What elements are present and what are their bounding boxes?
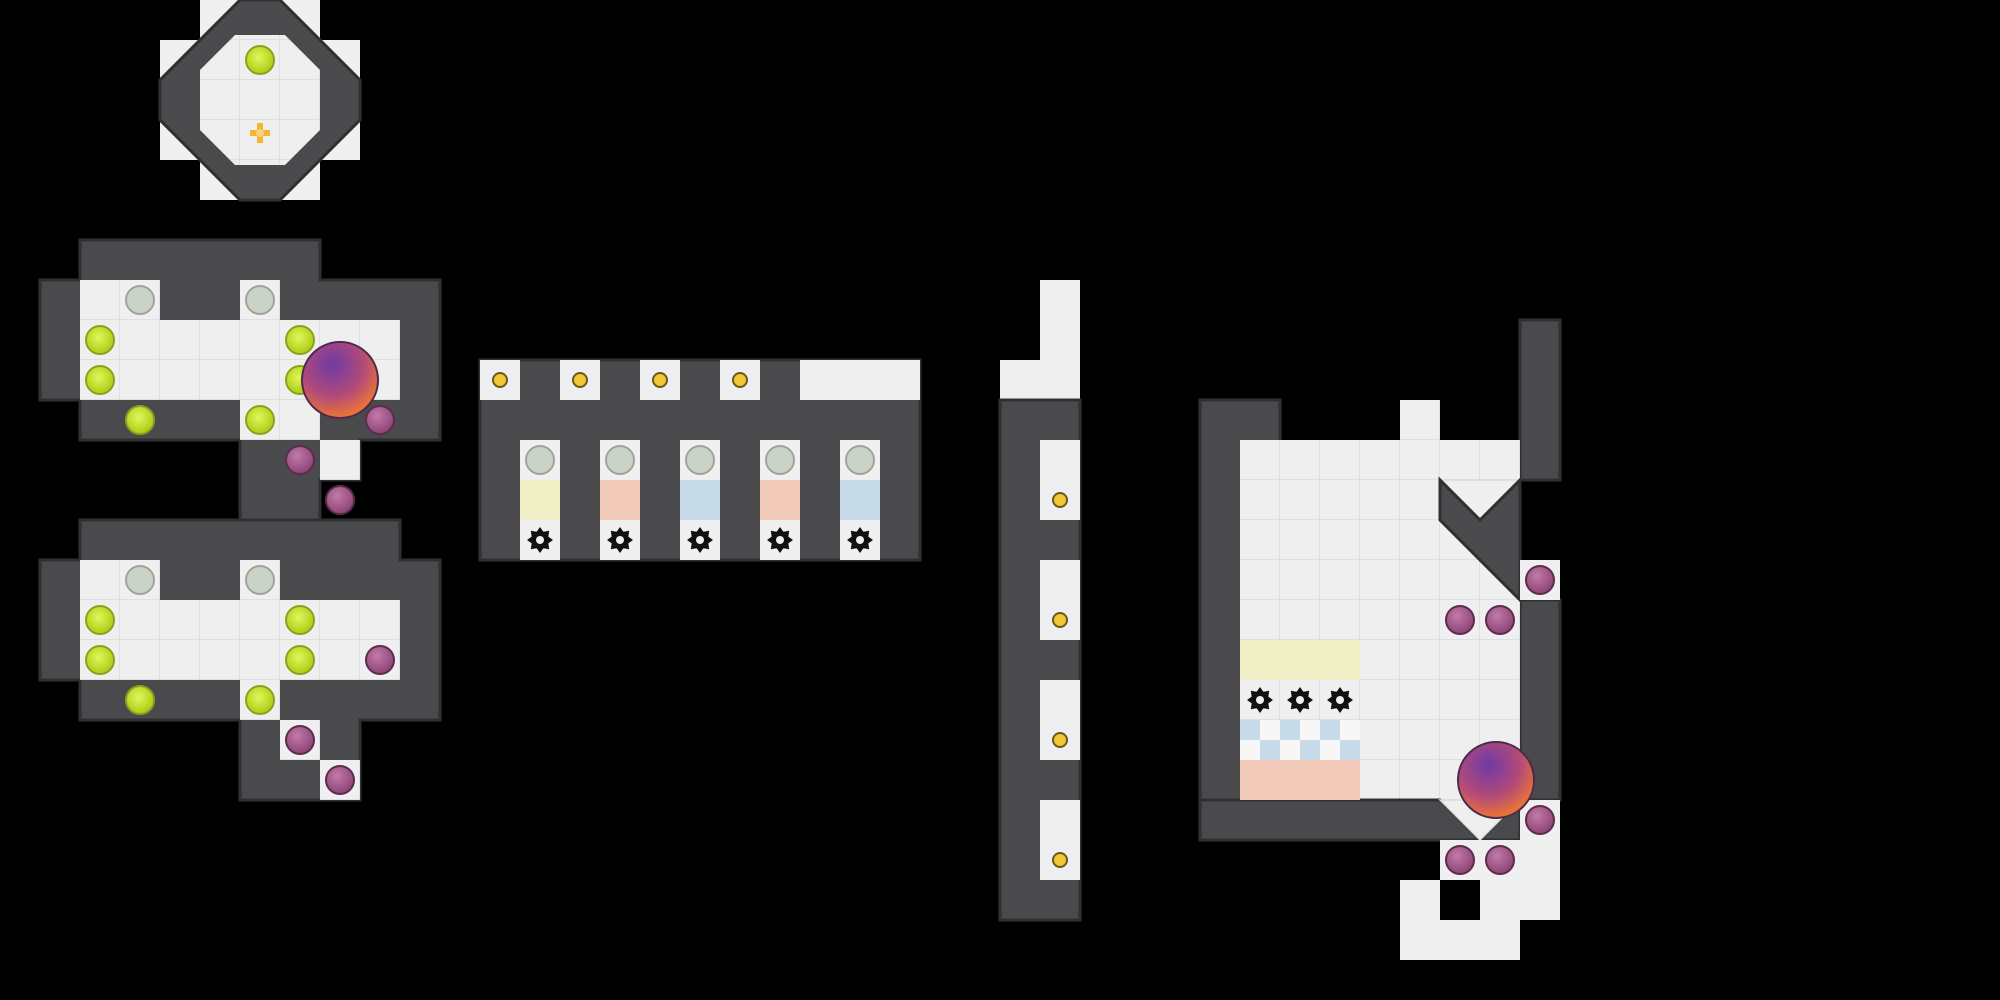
gold-marker-icon — [732, 372, 748, 388]
gold-marker-icon — [1052, 612, 1068, 628]
orb-icon — [1445, 845, 1475, 875]
orb-icon — [285, 445, 315, 475]
sawblade-icon — [1256, 696, 1264, 704]
sawblade-icon — [1336, 696, 1344, 704]
gray-button-icon — [245, 565, 275, 595]
gold-marker-icon — [572, 372, 588, 388]
sawblade-icon — [696, 536, 704, 544]
green-button-icon — [285, 605, 315, 635]
green-button-icon — [285, 645, 315, 675]
orb-icon — [1485, 845, 1515, 875]
room-right — [1198, 318, 1562, 960]
sawblade-icon — [776, 536, 784, 544]
green-button-icon — [125, 685, 155, 715]
orb-icon — [325, 485, 355, 515]
green-button-icon — [85, 365, 115, 395]
orb-icon — [1525, 805, 1555, 835]
gold-marker-icon — [1052, 852, 1068, 868]
green-button-icon — [85, 645, 115, 675]
gray-button-icon — [525, 445, 555, 475]
green-button-icon — [85, 325, 115, 355]
gray-button-icon — [125, 285, 155, 315]
green-button-icon — [85, 605, 115, 635]
gold-marker-icon — [1052, 492, 1068, 508]
spawn-cross-icon — [250, 123, 270, 143]
gray-button-icon — [605, 445, 635, 475]
room-vertical-corridor — [998, 280, 1082, 922]
gray-button-icon — [245, 285, 275, 315]
orb-icon — [301, 341, 379, 419]
orb-icon — [1525, 565, 1555, 595]
orb-icon — [365, 405, 395, 435]
room-spawn — [158, 0, 362, 202]
gold-marker-icon — [652, 372, 668, 388]
orb-icon — [1445, 605, 1475, 635]
green-button-icon — [245, 405, 275, 435]
checker-strip — [1240, 720, 1360, 760]
sawblade-icon — [856, 536, 864, 544]
gray-button-icon — [845, 445, 875, 475]
gold-marker-icon — [1052, 732, 1068, 748]
gray-button-icon — [685, 445, 715, 475]
orb-icon — [1485, 605, 1515, 635]
green-button-icon — [125, 405, 155, 435]
green-button-icon — [245, 685, 275, 715]
green-button-icon — [285, 325, 315, 355]
sawblade-icon — [1296, 696, 1304, 704]
orb-icon — [365, 645, 395, 675]
gray-button-icon — [765, 445, 795, 475]
sawblade-icon — [616, 536, 624, 544]
orb-icon — [325, 765, 355, 795]
green-button-icon — [245, 45, 275, 75]
gray-button-icon — [125, 565, 155, 595]
sawblade-icon — [536, 536, 544, 544]
orb-icon — [1457, 741, 1535, 819]
markers — [85, 45, 1555, 875]
orb-icon — [285, 725, 315, 755]
gold-marker-icon — [492, 372, 508, 388]
